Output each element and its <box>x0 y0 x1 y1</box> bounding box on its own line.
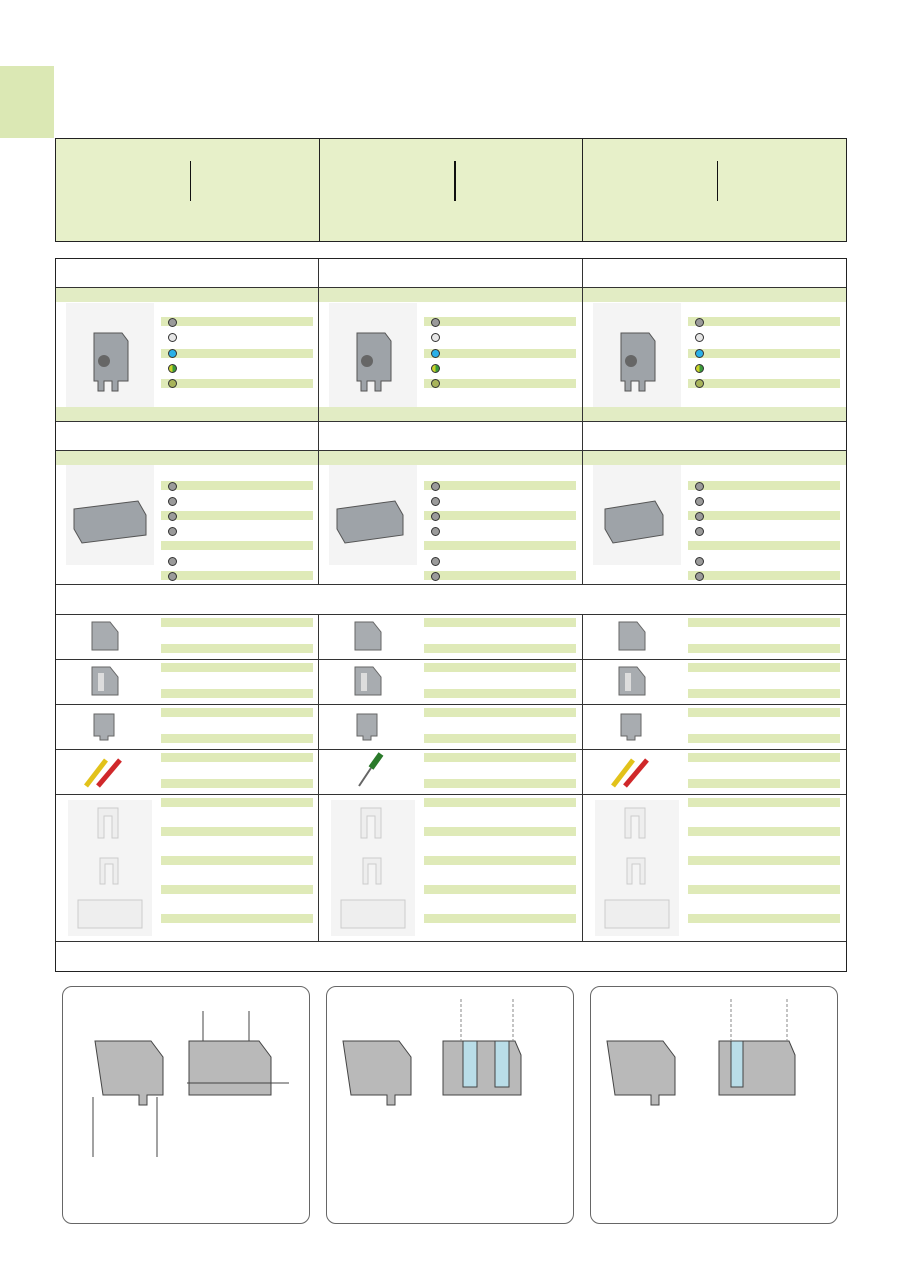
divider <box>56 941 846 942</box>
band <box>56 288 846 302</box>
color-dot <box>168 512 177 521</box>
color-dot <box>168 572 177 581</box>
color-dot <box>694 349 704 358</box>
column <box>56 614 320 941</box>
jumper-icon <box>594 800 679 936</box>
header-band <box>55 138 847 242</box>
color-dot <box>431 527 441 536</box>
divider <box>717 161 719 201</box>
jumper-icon <box>68 800 152 936</box>
color-dot <box>431 557 441 566</box>
color-dot <box>168 482 177 491</box>
color-dot <box>431 364 441 373</box>
color-dot <box>168 379 177 388</box>
chapter-tab <box>0 66 54 138</box>
separator-plate-icon <box>611 708 651 744</box>
color-dot <box>168 364 177 373</box>
test-plug-icon <box>607 752 655 790</box>
dimension-drawing-1 <box>62 986 310 1224</box>
header-col-2 <box>320 139 584 241</box>
end-plate-icon <box>611 618 651 654</box>
color-dot <box>694 482 704 491</box>
jumper-icon <box>331 800 416 936</box>
color-dot <box>168 557 177 566</box>
end-plate-icon <box>84 618 124 654</box>
color-dot <box>168 497 177 506</box>
divider <box>453 161 456 201</box>
band <box>56 451 846 465</box>
header-col-1 <box>56 139 320 241</box>
divider <box>56 704 846 705</box>
divider <box>56 794 846 795</box>
divider <box>190 161 191 201</box>
divider <box>56 450 846 451</box>
dimension-drawing-2 <box>326 986 574 1224</box>
dimension-drawing-3 <box>590 986 838 1224</box>
screwdriver-icon <box>349 752 389 790</box>
color-dot <box>431 318 441 327</box>
color-dot <box>431 482 441 491</box>
divider <box>56 287 846 288</box>
separator-plate-icon <box>84 708 124 744</box>
intermediate-plate-icon <box>347 663 387 699</box>
separator-plate-icon <box>347 708 387 744</box>
color-dot <box>431 512 441 521</box>
divider <box>56 584 846 585</box>
color-dot <box>168 333 177 342</box>
header-col-3 <box>583 139 846 241</box>
color-dot <box>694 512 704 521</box>
color-dot <box>694 557 704 566</box>
color-dot <box>694 333 704 342</box>
color-dot <box>431 349 441 358</box>
color-dot <box>694 318 704 327</box>
color-dot <box>431 572 441 581</box>
intermediate-plate-icon <box>84 663 124 699</box>
divider <box>56 614 846 615</box>
divider <box>56 749 846 750</box>
column <box>319 259 583 584</box>
end-plate-icon <box>347 618 387 654</box>
column <box>583 259 846 584</box>
column <box>583 614 846 941</box>
color-dot <box>694 497 704 506</box>
terminal-block-icon <box>329 303 418 407</box>
divider <box>56 659 846 660</box>
terminal-block-icon <box>592 303 681 407</box>
color-dot <box>168 527 177 536</box>
terminal-block-icon <box>592 465 681 565</box>
terminal-block-icon <box>66 303 154 407</box>
terminal-block-icon <box>329 465 418 565</box>
column <box>319 614 583 941</box>
color-dot <box>431 333 441 342</box>
color-dot <box>694 364 704 373</box>
section-accessories <box>56 614 846 941</box>
section-top <box>56 259 846 584</box>
test-plug-icon <box>80 752 128 790</box>
divider <box>56 421 846 422</box>
color-dot <box>168 318 177 327</box>
color-dot <box>694 379 704 388</box>
color-dot <box>431 379 441 388</box>
color-dot <box>431 497 441 506</box>
column <box>56 259 320 584</box>
color-dot <box>694 527 704 536</box>
color-dot <box>168 349 177 358</box>
terminal-block-icon <box>66 465 154 565</box>
color-dot <box>694 572 704 581</box>
intermediate-plate-icon <box>611 663 651 699</box>
product-table <box>55 258 847 972</box>
band <box>56 407 846 421</box>
